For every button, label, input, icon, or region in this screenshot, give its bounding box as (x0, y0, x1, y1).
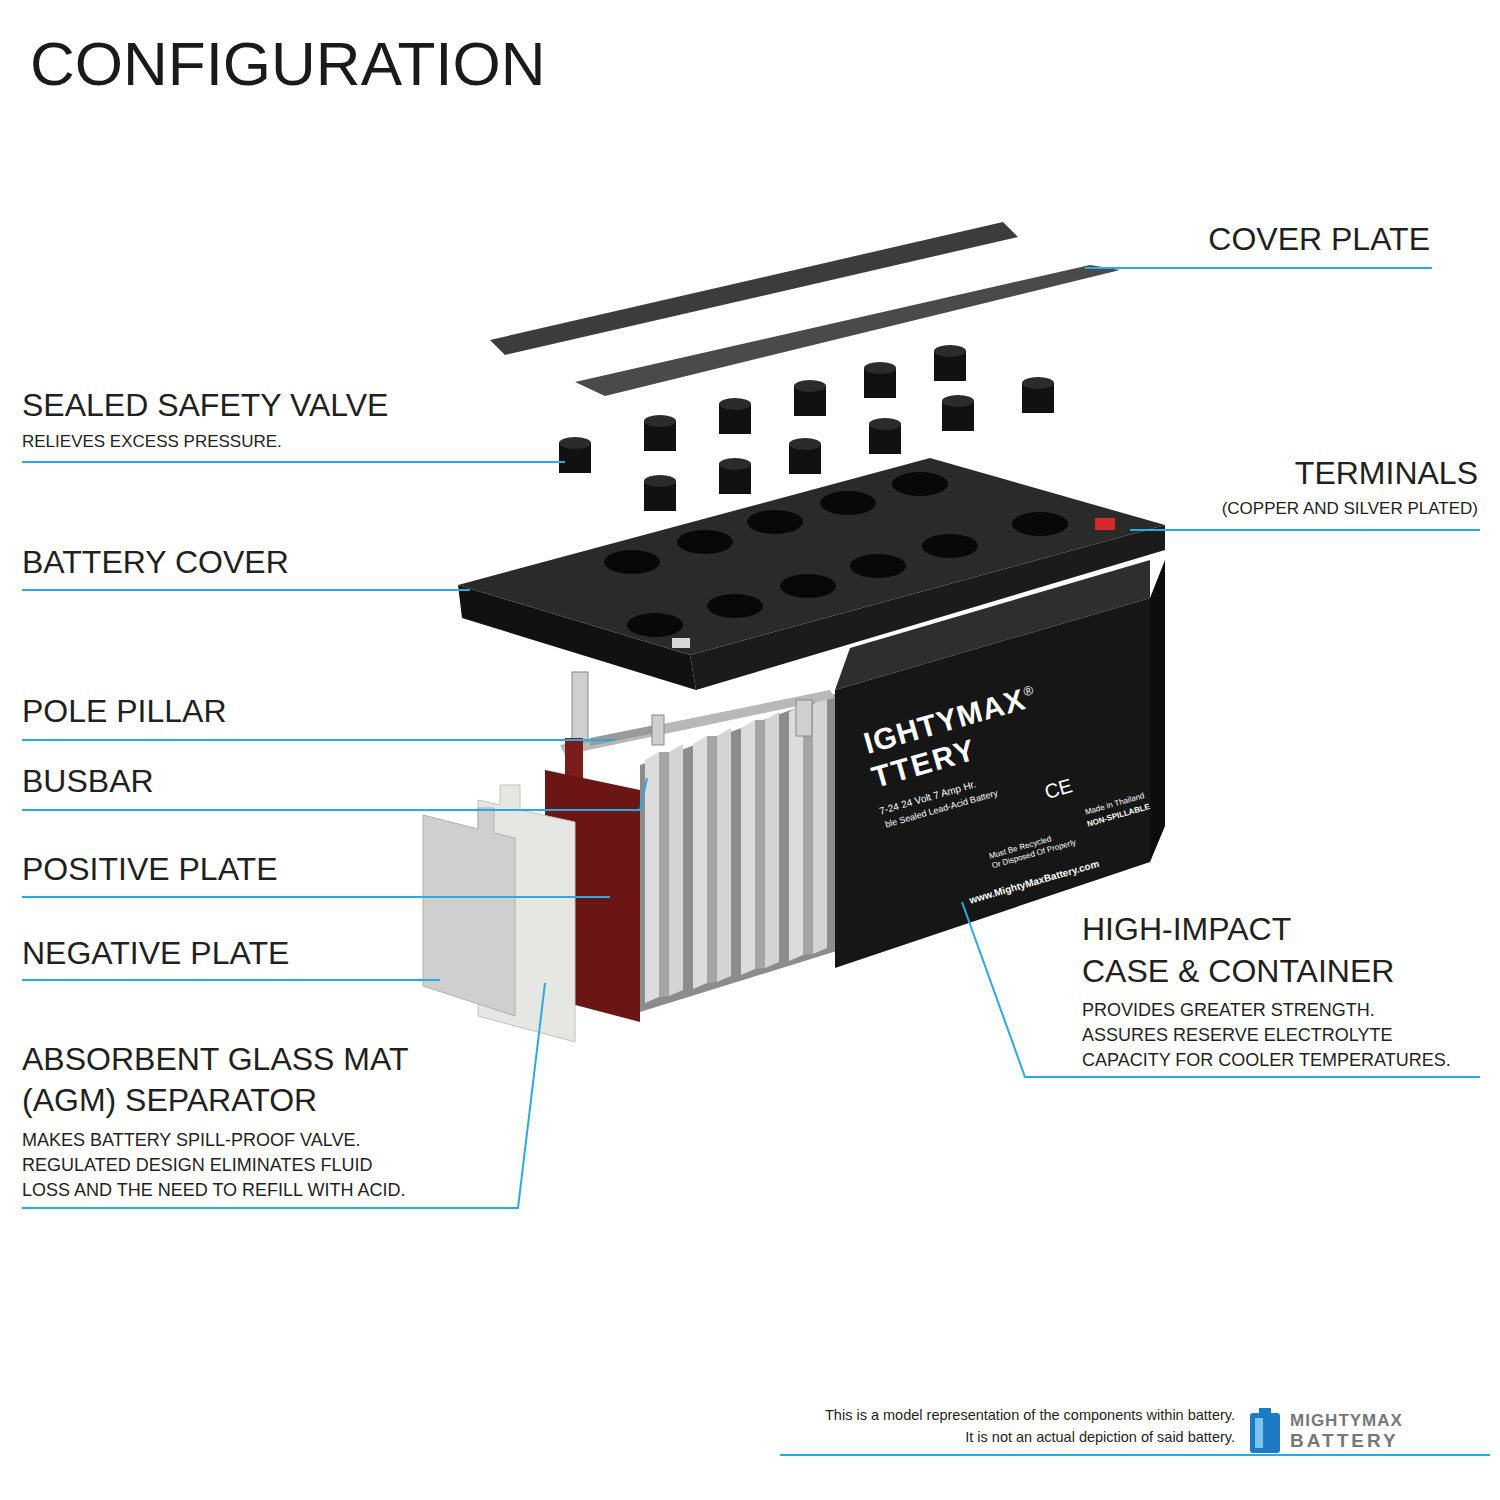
exploded-plates (423, 738, 640, 1042)
part-label: HIGH-IMPACT CASE & CONTAINER (1082, 909, 1394, 992)
part-label: BUSBAR (22, 763, 154, 800)
part-note: (COPPER AND SILVER PLATED) (1222, 499, 1478, 519)
text-line: LOSS AND THE NEED TO REFILL WITH ACID. (22, 1178, 405, 1203)
text-line: ABSORBENT GLASS MAT (22, 1039, 408, 1080)
text-line: HIGH-IMPACT (1082, 909, 1394, 951)
logo-icon (1250, 1408, 1280, 1453)
diagram-title: CONFIGURATION (30, 28, 546, 99)
logo-text: BATTERY (1290, 1430, 1399, 1452)
part-label: NEGATIVE PLATE (22, 935, 289, 972)
part-note: RELIEVES EXCESS PRESSURE. (22, 432, 282, 452)
text-line: PROVIDES GREATER STRENGTH. (1082, 998, 1451, 1023)
part-label: POSITIVE PLATE (22, 851, 277, 888)
part-label: TERMINALS (1295, 455, 1478, 492)
logo-text: MIGHTYMAX (1290, 1411, 1403, 1431)
text-line: This is a model representation of the co… (825, 1405, 1235, 1427)
footnote: This is a model representation of the co… (825, 1405, 1235, 1449)
text-line: CASE & CONTAINER (1082, 951, 1394, 993)
part-note: MAKES BATTERY SPILL-PROOF VALVE. REGULAT… (22, 1128, 405, 1202)
part-label: BATTERY COVER (22, 544, 289, 581)
cover-plates (490, 222, 1120, 396)
text-line: MAKES BATTERY SPILL-PROOF VALVE. (22, 1128, 405, 1153)
part-label: SEALED SAFETY VALVE (22, 387, 388, 424)
battery-cover (458, 458, 1165, 690)
part-label: POLE PILLAR (22, 693, 227, 730)
text-line: CAPACITY FOR COOLER TEMPERATURES. (1082, 1048, 1451, 1073)
leader-lines (22, 268, 1490, 1455)
text-line: (AGM) SEPARATOR (22, 1080, 408, 1121)
part-note: PROVIDES GREATER STRENGTH. ASSURES RESER… (1082, 998, 1451, 1072)
part-label: COVER PLATE (1208, 221, 1430, 258)
text-line: ASSURES RESERVE ELECTROLYTE (1082, 1023, 1451, 1048)
text-line: It is not an actual depiction of said ba… (825, 1427, 1235, 1449)
part-label: ABSORBENT GLASS MAT (AGM) SEPARATOR (22, 1039, 408, 1121)
text-line: REGULATED DESIGN ELIMINATES FLUID (22, 1153, 405, 1178)
